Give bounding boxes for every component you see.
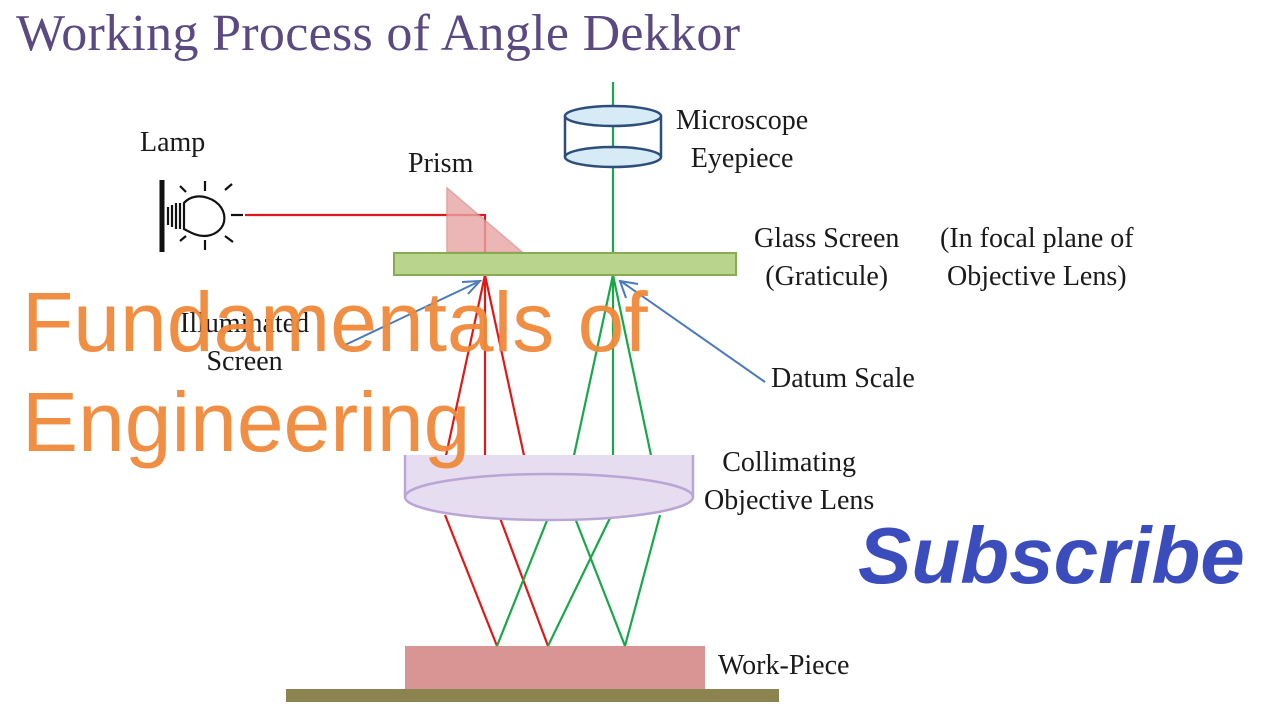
datum-scale-label: Datum Scale (771, 363, 915, 394)
lamp-label: Lamp (140, 127, 206, 158)
illuminated-label-line2: Screen (206, 346, 283, 377)
subscribe-button[interactable]: Subscribe (858, 511, 1245, 600)
illuminated-label-line1: Illuminated (180, 308, 310, 339)
pointer-arrows (344, 279, 766, 383)
collimating-label-line1: Collimating (722, 447, 857, 478)
microscope-label-line2: Eyepiece (690, 143, 794, 174)
collimating-label-line2: Objective Lens (704, 485, 875, 516)
microscope-label-line1: Microscope (676, 105, 809, 136)
collimating-lens (403, 455, 695, 522)
glass-screen-label: Glass Screen (Graticule) (754, 220, 899, 296)
focal-plane-label-line1: (In focal plane of (940, 223, 1134, 254)
lamp-rays (245, 213, 550, 647)
page-title: Working Process of Angle Dekkor (16, 5, 741, 62)
watermark-line1: Fundamentals of (22, 275, 648, 369)
glass-screen-label-line2: (Graticule) (765, 261, 889, 292)
prism-label: Prism (408, 148, 474, 179)
work-piece-block (405, 646, 705, 689)
watermark-line2: Engineering (22, 375, 471, 469)
prism-shape (446, 186, 525, 253)
focal-plane-label-line2: Objective Lens) (946, 261, 1127, 292)
microscope-eyepiece (563, 104, 663, 169)
collimating-lens-label: Collimating Objective Lens (704, 444, 874, 520)
lamp-bulb-icon (159, 180, 243, 252)
illuminated-screen-label: Illuminated Screen (180, 305, 309, 381)
microscope-eyepiece-label: Microscope Eyepiece (676, 102, 808, 178)
focal-plane-label: (In focal plane of Objective Lens) (940, 220, 1134, 296)
glass-screen-label-line1: Glass Screen (754, 223, 900, 254)
channel-watermark: Fundamentals of Engineering (22, 272, 648, 472)
base-plate (286, 689, 779, 702)
glass-screen (393, 252, 737, 276)
work-piece-label: Work-Piece (718, 650, 850, 681)
